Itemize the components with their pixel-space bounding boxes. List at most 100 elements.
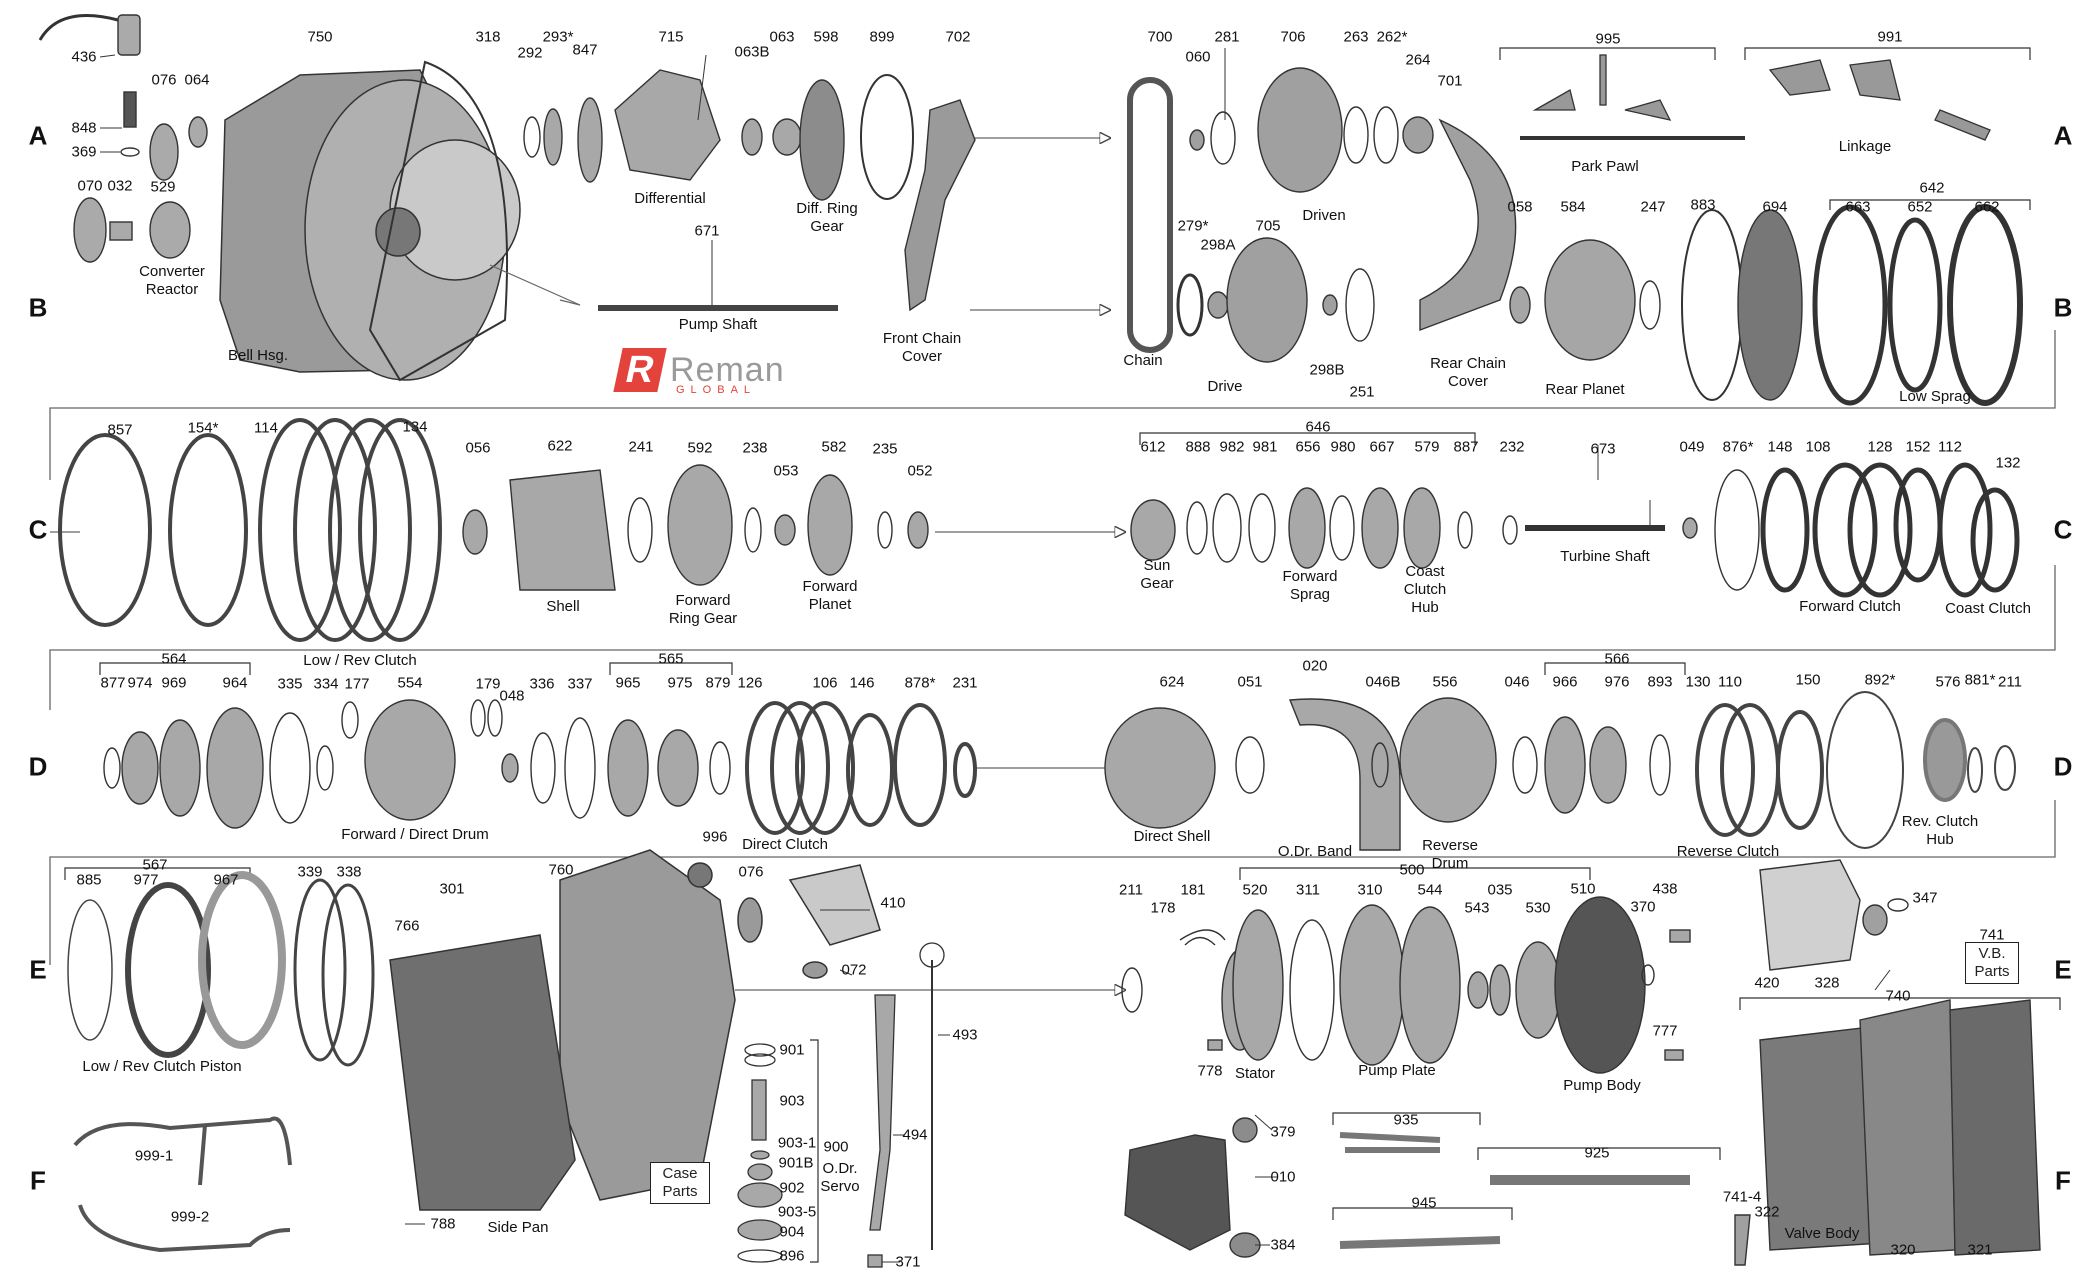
caption-pump-shaft: Pump Shaft — [678, 316, 758, 333]
part-number: 901 — [779, 1041, 805, 1059]
row-c-left-group — [58, 418, 442, 642]
row-letter-a-right: A — [2053, 120, 2073, 151]
part-number: 566 — [1604, 650, 1630, 668]
part-number: 935 — [1393, 1111, 1419, 1129]
part-number: 264 — [1405, 51, 1431, 69]
park-pawl-linkage — [1520, 54, 1991, 141]
caption-pump-body: Pump Body — [1563, 1077, 1641, 1094]
part-number: 741-4 — [1722, 1188, 1762, 1206]
row-letter-d-right: D — [2053, 751, 2073, 782]
part-number: 339 — [297, 863, 323, 881]
part-number: 494 — [902, 1126, 928, 1144]
part-number: 656 — [1295, 438, 1321, 456]
part-number: 964 — [222, 674, 248, 692]
part-number: 211 — [1119, 881, 1143, 899]
part-number: 130 — [1685, 673, 1711, 691]
part-number: 980 — [1330, 438, 1356, 456]
caption-stator: Stator — [1234, 1065, 1276, 1082]
part-number: 128 — [1867, 438, 1893, 456]
part-number: 902 — [779, 1179, 805, 1197]
row-letter-c-left: C — [28, 514, 48, 545]
part-number: 310 — [1357, 881, 1383, 899]
part-number: 132 — [1995, 454, 2021, 472]
part-number: 622 — [547, 437, 573, 455]
part-number: 893 — [1647, 673, 1673, 691]
part-number: 612 — [1140, 438, 1166, 456]
caption-side-pan: Side Pan — [487, 1219, 549, 1236]
part-number: 903-5 — [777, 1203, 817, 1221]
row-d-clutch-plates — [745, 701, 977, 835]
part-number: 766 — [394, 917, 420, 935]
part-number: 554 — [397, 674, 423, 692]
caption-chain: Chain — [1123, 352, 1163, 369]
part-number: 070 — [77, 177, 103, 195]
row-d-left-group — [103, 699, 731, 829]
part-number: 900 — [823, 1138, 849, 1156]
part-number: 901B — [778, 1154, 814, 1172]
part-number: 991 — [1877, 28, 1903, 46]
case-and-side-pan — [389, 849, 881, 1211]
part-number: 520 — [1242, 881, 1268, 899]
part-number: 126 — [737, 674, 763, 692]
reman-global-logo: R Reman GLOBAL — [613, 348, 785, 396]
row-letter-d-left: D — [28, 751, 48, 782]
part-number: 500 — [1399, 861, 1425, 879]
part-number: 892* — [1864, 671, 1896, 689]
part-number: 598 — [813, 28, 839, 46]
part-number: 320 — [1890, 1241, 1916, 1259]
row-d-right-group — [1104, 697, 1671, 851]
part-number: 702 — [945, 28, 971, 46]
part-number: 877 — [100, 674, 126, 692]
part-number: 338 — [336, 863, 362, 881]
row-letter-a-left: A — [28, 120, 48, 151]
row-letter-f-left: F — [30, 1165, 46, 1196]
part-number: 966 — [1552, 673, 1578, 691]
caption-driven: Driven — [1302, 207, 1346, 224]
part-number: 700 — [1147, 28, 1173, 46]
part-number: 592 — [687, 439, 713, 457]
part-number: 146 — [849, 674, 875, 692]
part-number: 114 — [254, 419, 278, 437]
part-number: 885 — [76, 871, 102, 889]
differential-group — [523, 69, 914, 201]
caption-sun-gear: Sun Gear — [1140, 557, 1174, 592]
caption-reverse-clutch: Reverse Clutch — [1676, 843, 1780, 860]
caption-forward-planet: Forward Planet — [802, 578, 858, 613]
filter-and-springs — [1124, 1117, 1690, 1258]
part-number: 152 — [1905, 438, 1931, 456]
part-number: 510 — [1570, 880, 1596, 898]
part-number: 292 — [517, 44, 543, 62]
part-number: 556 — [1432, 673, 1458, 691]
group-brackets — [64, 47, 2061, 1263]
caption-rear-chain-cover: Rear Chain Cover — [1430, 355, 1506, 390]
part-number: 335 — [277, 675, 303, 693]
caption-forward-clutch: Forward Clutch — [1799, 598, 1901, 615]
caption-forward-direct-drum: Forward / Direct Drum — [341, 826, 489, 843]
part-number: 035 — [1487, 881, 1513, 899]
part-number: 576 — [1935, 673, 1961, 691]
part-number: 148 — [1767, 438, 1793, 456]
part-number: 420 — [1754, 974, 1780, 992]
part-number: 052 — [907, 462, 933, 480]
part-number: 903-1 — [777, 1134, 817, 1152]
part-number: 053 — [773, 462, 799, 480]
part-number: 565 — [658, 650, 684, 668]
part-number: 777 — [1652, 1022, 1678, 1040]
row-letter-b-left: B — [28, 292, 48, 323]
part-number: 857 — [107, 421, 133, 439]
caption-front-chain-cover: Front Chain Cover — [882, 330, 962, 365]
part-number: 334 — [313, 675, 339, 693]
caption-rev-clutch-hub: Rev. Clutch Hub — [1901, 813, 1979, 848]
part-number: 967 — [213, 871, 239, 889]
part-number: 384 — [1270, 1236, 1296, 1254]
part-number: 925 — [1584, 1144, 1610, 1162]
part-number: 046 — [1504, 673, 1530, 691]
part-number: 995 — [1595, 30, 1621, 48]
part-number: 652 — [1907, 198, 1933, 216]
part-number: 108 — [1805, 438, 1831, 456]
part-number: 887 — [1453, 438, 1479, 456]
part-number: 049 — [1679, 438, 1705, 456]
caption-pump-plate: Pump Plate — [1358, 1062, 1436, 1079]
part-number: 741 — [1979, 926, 2005, 944]
part-number: 048 — [499, 687, 525, 705]
